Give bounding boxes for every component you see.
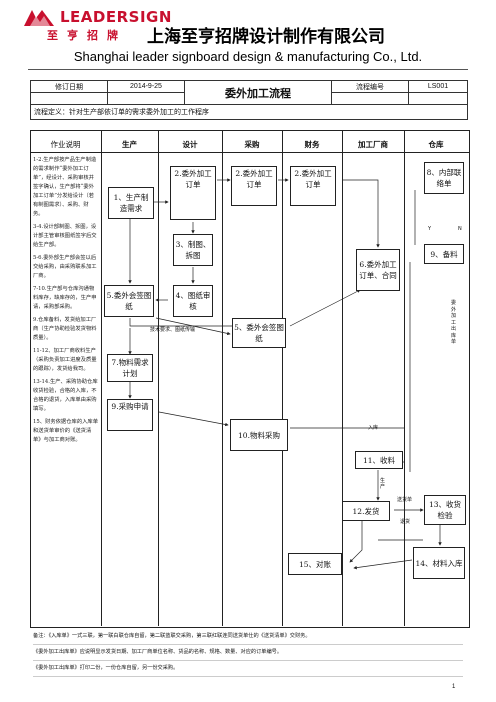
box-stock-in: 14、材料入库 bbox=[413, 547, 465, 579]
box-countersign-a: 5.委外会签图纸 bbox=[104, 285, 154, 317]
box-delivery: 12.发货 bbox=[342, 501, 390, 521]
box-material-plan: 7.物料需求计划 bbox=[107, 354, 153, 382]
box-receipt-inspection: 13、收货检验 bbox=[424, 495, 466, 525]
col-description: 作业说明 bbox=[50, 140, 81, 149]
label-yes: Y bbox=[428, 226, 432, 232]
meta-table: 修订日期 2014-9-25 委外加工流程 流程编号 LS001 流程定义：针对… bbox=[30, 80, 468, 120]
box-production-demand: 1、生产制造需求 bbox=[108, 187, 154, 219]
desc-7-10: 7-10.生产部与仓库沟通物料库存，缺库存的，生产申请，采购部采购。 bbox=[33, 286, 97, 310]
col-production: 生产 bbox=[122, 140, 137, 149]
flow-frame bbox=[30, 130, 470, 628]
box-prepare-materials: 9、备料 bbox=[424, 244, 464, 264]
header-divider bbox=[28, 69, 468, 70]
box-reconciliation: 15、对账 bbox=[288, 553, 342, 575]
box-material-purchase: 10.物料采购 bbox=[230, 419, 288, 451]
note-1: 备注：《入库单》一式三联，第一联白联仓库自留，第二联蓝联交采购，第三联红联连同送… bbox=[33, 629, 463, 645]
label-delivery-list: 送货单 bbox=[397, 497, 413, 503]
process-title: 委外加工流程 bbox=[184, 80, 332, 105]
desc-15: 15、财务依据仓库的入库单和送货单审价的《送货清单》与加工商对账。 bbox=[33, 419, 99, 443]
notes-section: 备注：《入库单》一式三联，第一联白联仓库自留，第二联蓝联交采购，第三联红联连同送… bbox=[33, 629, 463, 677]
box-internal-memo: 8、内部联络单 bbox=[424, 162, 464, 194]
label-tech-req: 技术要求、图纸传输 bbox=[150, 327, 196, 333]
label-production: 生产 bbox=[380, 478, 386, 490]
col-warehouse: 仓库 bbox=[428, 140, 444, 149]
col-finance: 财务 bbox=[304, 140, 320, 149]
box-drawing-review: 4、图纸审核 bbox=[173, 285, 213, 317]
description-column: 1-2.生产部按产品生产制造的需求制作“委外加工订单”，经设计、采购审核并签字确… bbox=[33, 156, 99, 449]
label-return: 退货 bbox=[400, 519, 411, 525]
box-outsource-order-design: 2.委外加工订单 bbox=[170, 166, 216, 220]
box-outsource-order-finance: 2.委外加工订单 bbox=[290, 166, 336, 206]
col-vendor: 加工厂商 bbox=[358, 140, 388, 149]
note-3: 《委外加工出库单》打印二份，一份仓库自留，另一份交采购。 bbox=[33, 661, 463, 677]
label-no: N bbox=[458, 226, 462, 232]
box-drawing: 3、制图、拆图 bbox=[173, 234, 213, 266]
desc-1-2: 1-2.生产部按产品生产制造的需求制作“委外加工订单”，经设计、采购审核并签字确… bbox=[33, 157, 97, 217]
box-purchase-request: 9.采购申请 bbox=[107, 399, 153, 431]
box-receive-materials: 11、收料 bbox=[355, 451, 403, 469]
company-name-en: Shanghai leader signboard design & manuf… bbox=[73, 49, 423, 64]
label-outsource-issue-slip: 委外加工出库单 bbox=[451, 300, 457, 345]
col-design: 设计 bbox=[182, 140, 198, 149]
desc-11-12: 11-12、加工厂商收料生产（采购负责加工进度及质量的跟踪），发货给我司。 bbox=[33, 348, 97, 372]
col-purchasing: 采购 bbox=[244, 140, 260, 149]
note-2: 《委外加工出库单》应说明显示发货日期、加工厂商单位名称、货品的名称、规格、数量、… bbox=[33, 645, 463, 661]
page-number: 1 bbox=[452, 684, 456, 690]
logo-icon bbox=[24, 10, 54, 26]
box-outsource-order-purchase: 2.委外加工订单 bbox=[231, 166, 277, 206]
desc-3-4: 3-4.设计部制图、拆图，设计部主管审核图纸签字后交给生产部。 bbox=[33, 224, 97, 248]
box-countersign-b: 5、委外会签图纸 bbox=[232, 318, 286, 348]
desc-13-14: 13-14.生产、采购协助仓库收货检验，合格的入库，不合格的退货，入库单由采购填… bbox=[33, 379, 98, 412]
desc-5-6: 5-6.委外部生产部会签以后交给采购，由采购联系加工厂商。 bbox=[33, 255, 97, 279]
label-stock-in: 入库 bbox=[368, 425, 379, 431]
process-definition: 流程定义：针对生产部依订单的需求委外加工的工作程序 bbox=[30, 104, 468, 120]
company-name-cn: 上海至亨招牌设计制作有限公司 bbox=[147, 27, 385, 47]
desc-9: 9.仓库备料，发货给加工厂商（生产协助检验发货物料质量）。 bbox=[33, 317, 97, 341]
logo-text: LEADERSIGN bbox=[60, 8, 172, 26]
logo-cn: 至亨招牌 bbox=[47, 29, 127, 42]
box-vendor-contract: 6.委外加工订单、合同 bbox=[356, 249, 400, 291]
